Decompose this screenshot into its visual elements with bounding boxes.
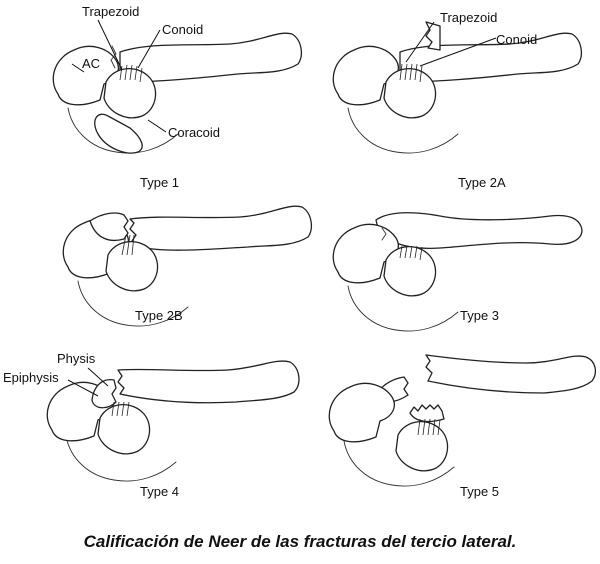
clavicle-shaft bbox=[129, 205, 313, 251]
panel-label-type-2b: Type 2B bbox=[135, 308, 183, 323]
panel-label-type-3: Type 3 bbox=[460, 308, 499, 323]
epiphyseal-sleeve bbox=[91, 378, 117, 409]
coracoclavicular-ligaments bbox=[399, 63, 423, 83]
panel-label-type-4: Type 4 bbox=[140, 484, 179, 499]
coracoid-process bbox=[105, 240, 159, 292]
panel-label-type-1: Type 1 bbox=[140, 175, 179, 190]
humeral-head bbox=[94, 113, 143, 154]
coracoid-process bbox=[383, 67, 437, 119]
inferior-cortical-fragment bbox=[409, 404, 445, 423]
label-physis: Physis bbox=[57, 351, 96, 366]
label-trapezoid-2a: Trapezoid bbox=[440, 10, 497, 25]
fracture-line bbox=[110, 45, 117, 69]
label-epiphysis: Epiphysis bbox=[3, 370, 59, 385]
coracoclavicular-ligaments bbox=[111, 401, 130, 417]
label-conoid: Conoid bbox=[162, 22, 203, 37]
panel-label-type-2a: Type 2A bbox=[458, 175, 506, 190]
clavicle-intra-articular bbox=[375, 212, 583, 249]
panel-type-2b bbox=[62, 205, 313, 327]
conoid-ligament bbox=[121, 234, 135, 256]
label-coracoid: Coracoid bbox=[168, 125, 220, 140]
coracoid-process bbox=[395, 420, 449, 472]
panel-type-5 bbox=[328, 354, 597, 487]
acromion bbox=[328, 382, 396, 443]
clavicle-shaft bbox=[425, 354, 597, 394]
figure-caption: Calificación de Neer de las fracturas de… bbox=[83, 532, 517, 551]
lateral-fragment bbox=[89, 212, 129, 242]
label-ac: AC bbox=[82, 56, 100, 71]
panel-type-1 bbox=[52, 19, 303, 154]
fracture-line bbox=[381, 227, 387, 241]
panel-type-2a bbox=[332, 21, 583, 154]
coracoid-process bbox=[97, 403, 151, 455]
coracoclavicular-ligaments bbox=[417, 418, 441, 436]
label-conoid-2a: Conoid bbox=[496, 32, 537, 47]
coracoid-process bbox=[383, 245, 437, 297]
coracoid-process bbox=[103, 67, 157, 119]
panel-type-3 bbox=[332, 212, 583, 332]
clavicle-shaft bbox=[117, 360, 300, 404]
label-trapezoid: Trapezoid bbox=[82, 4, 139, 19]
coracoclavicular-ligaments bbox=[399, 245, 423, 261]
panel-type-4 bbox=[46, 360, 300, 482]
panel-label-type-5: Type 5 bbox=[460, 484, 499, 499]
